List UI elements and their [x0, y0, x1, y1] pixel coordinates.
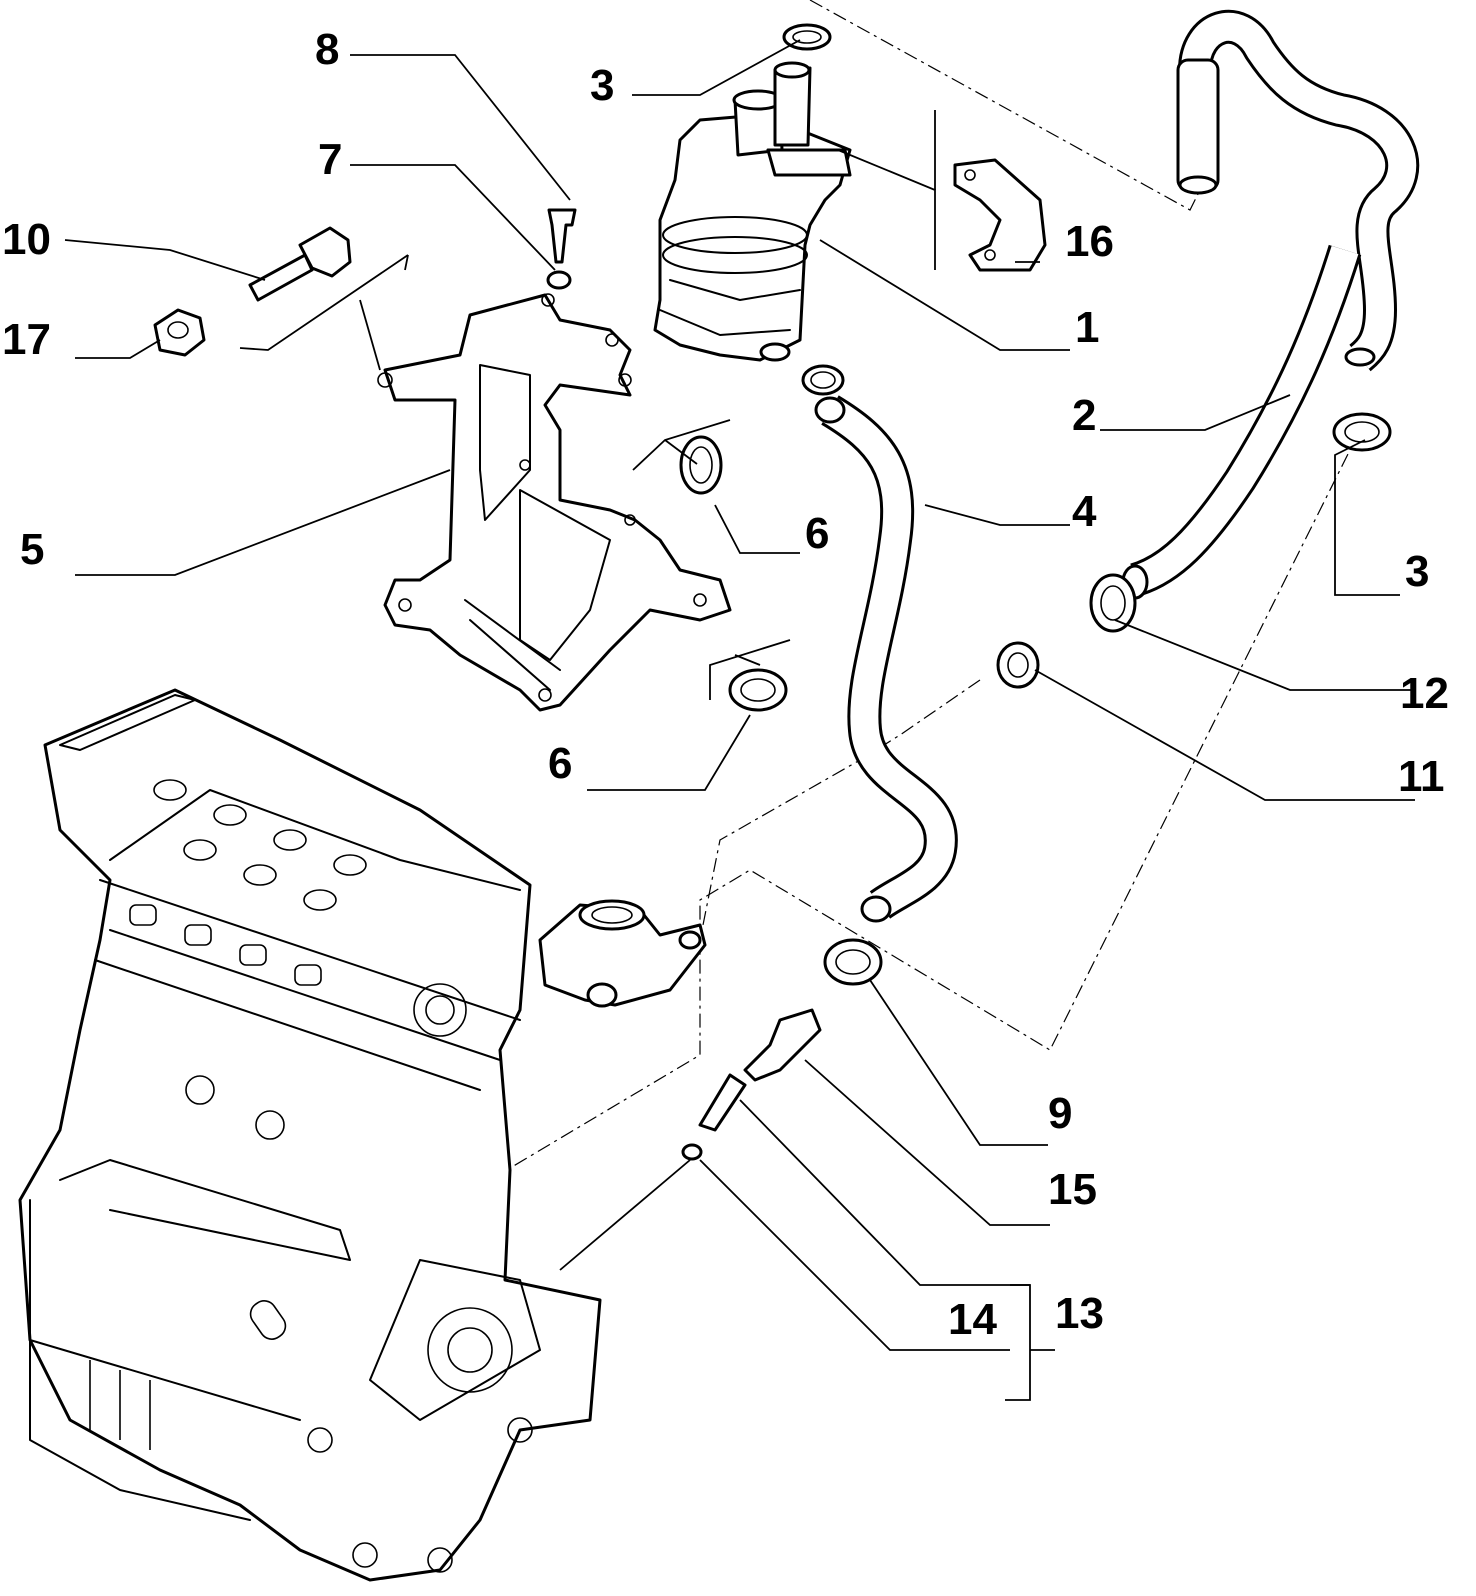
part-label-5: 5 [20, 525, 45, 574]
part-label-12: 12 [1400, 669, 1449, 718]
part-label-3-top: 3 [590, 61, 615, 110]
part-label-1: 1 [1075, 303, 1100, 352]
bracket [377, 293, 732, 712]
part-label-9: 9 [1048, 1089, 1073, 1138]
part-label-17: 17 [2, 315, 51, 364]
separator [653, 61, 852, 362]
part-label-14: 14 [948, 1295, 997, 1344]
part-label-3-right: 3 [1405, 547, 1430, 596]
part-label-15: 15 [1048, 1165, 1097, 1214]
part-label-10: 10 [2, 215, 51, 264]
hose-2 [1121, 9, 1420, 600]
part-label-11: 11 [1398, 752, 1445, 801]
part-label-4: 4 [1072, 487, 1097, 536]
fasteners [153, 23, 1392, 1161]
part-label-7: 7 [318, 135, 343, 184]
engine-block [18, 688, 602, 1582]
part-label-2: 2 [1072, 391, 1097, 440]
leader-lines [64, 39, 1415, 1401]
part-label-8: 8 [315, 25, 340, 74]
part-label-6-lower: 6 [548, 739, 573, 788]
outlet-fitting [538, 899, 707, 1008]
hose-4 [814, 395, 958, 923]
clip [953, 158, 1047, 272]
part-label-6-upper: 6 [805, 509, 830, 558]
part-label-13: 13 [1055, 1289, 1104, 1338]
part-label-16: 16 [1065, 217, 1114, 266]
